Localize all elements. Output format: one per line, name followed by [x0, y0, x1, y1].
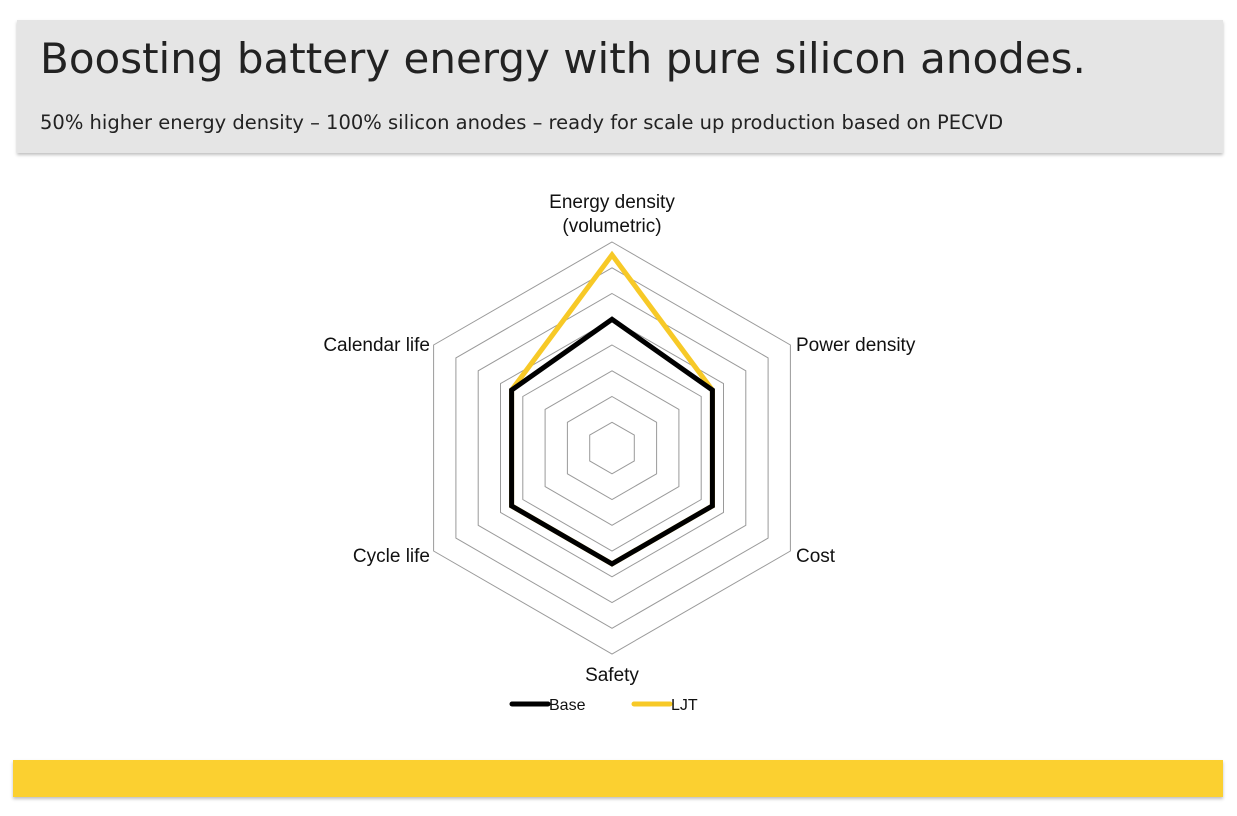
chart-legend: Base LJT	[509, 697, 698, 714]
axis-label-safety: Safety	[585, 665, 639, 686]
grid-ring-6	[477, 292, 747, 604]
grid-ring-7	[455, 267, 769, 629]
grid-ring-8	[433, 241, 791, 655]
axis-label-cycle-life: Cycle life	[353, 546, 430, 567]
grid-ring-2	[566, 395, 658, 501]
grid-ring-1	[589, 421, 635, 475]
footer-accent-bar	[13, 760, 1223, 797]
series-line-base	[509, 316, 715, 567]
page-title: Boosting battery energy with pure silico…	[40, 34, 1086, 83]
legend-label-ljt: LJT	[671, 697, 698, 714]
radar-grid	[433, 241, 791, 655]
axis-label-cost: Cost	[796, 546, 836, 567]
axis-label-calendar-life: Calendar life	[323, 335, 430, 356]
page-subtitle: 50% higher energy density – 100% silicon…	[40, 111, 1004, 134]
axis-label-energy-density: Energy density	[549, 192, 675, 213]
header-banner: Boosting battery energy with pure silico…	[17, 20, 1223, 153]
grid-ring-3	[544, 370, 680, 526]
radar-series	[509, 250, 715, 567]
grid-ring-5	[500, 318, 724, 578]
grid-ring-4	[522, 344, 702, 552]
radar-axis-labels: Energy density(volumetric)Power densityC…	[323, 192, 916, 686]
axis-label-energy-density-line2: (volumetric)	[562, 216, 661, 237]
legend-label-base: Base	[549, 697, 586, 714]
series-line-ljt	[509, 250, 715, 567]
axis-label-power-density: Power density	[796, 335, 916, 356]
